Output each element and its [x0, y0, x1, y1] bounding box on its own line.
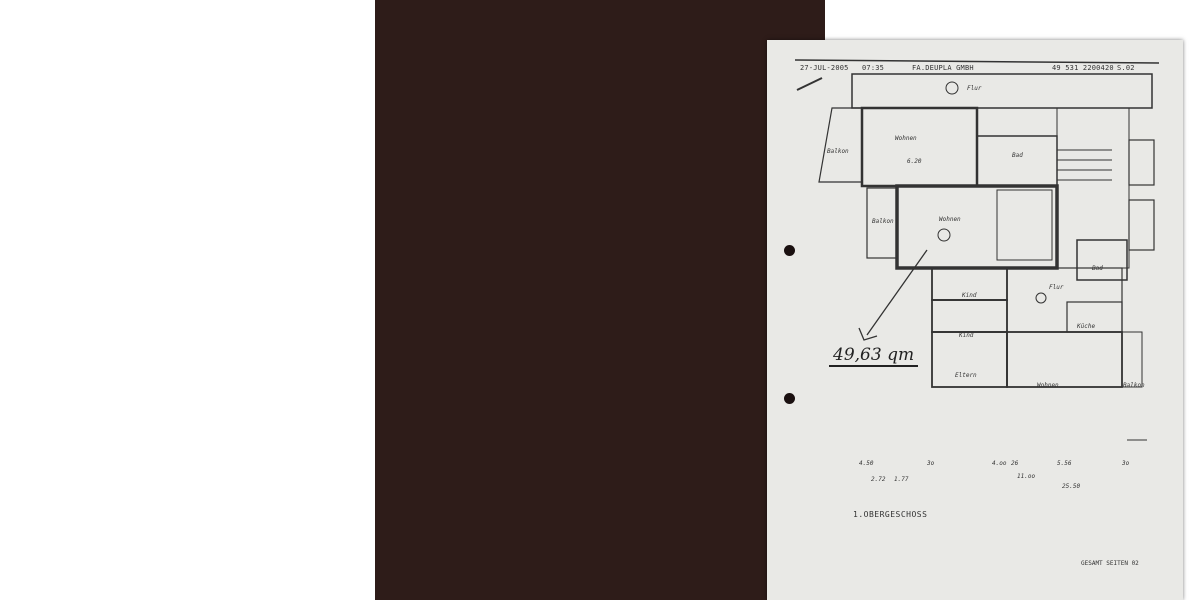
dimension: 1.77 [894, 476, 909, 483]
room-label: Küche [1077, 323, 1096, 330]
room-label: Balkon [827, 148, 849, 155]
room-label: Bad [1012, 152, 1023, 159]
fax-document-page: 27-JUL-2005 07:35 FA.DEUPLA GMBH 49 531 … [767, 40, 1183, 600]
floor-plan-drawing [794, 59, 1160, 441]
photo-background: 27-JUL-2005 07:35 FA.DEUPLA GMBH 49 531 … [375, 0, 1183, 600]
floor-title: 1.OBERGESCHOSS [853, 510, 928, 519]
room-label: Kind [962, 292, 977, 299]
dimension: 4.50 [859, 460, 874, 467]
dimension: 26 [1011, 460, 1019, 467]
room-label: Eltern [955, 372, 977, 379]
total-pages-footer: GESAMT SEITEN 02 [1081, 560, 1139, 567]
punch-hole [784, 245, 795, 256]
dimension: 4.oo [992, 460, 1007, 467]
dimension: 3o [1122, 460, 1130, 467]
dimension: 5.56 [1057, 460, 1072, 467]
room-label: Wohnen [1037, 382, 1059, 389]
dimension: 2.72 [871, 476, 886, 483]
dimension: 3o [927, 460, 935, 467]
fax-sender: FA.DEUPLA GMBH [912, 64, 974, 72]
room-label: Flur [967, 85, 982, 92]
dimension: 25.50 [1062, 483, 1081, 490]
handwritten-area-note: 49,63 qm [829, 345, 919, 367]
room-label: Bad [1092, 265, 1103, 272]
room-label: Balkon [1123, 382, 1145, 389]
fax-phone: 49 531 2200420 [1052, 64, 1114, 72]
room-label: Kind [959, 332, 974, 339]
room-label: Balkon [872, 218, 894, 225]
room-label: Flur [1049, 284, 1064, 291]
room-label: Wohnen [895, 135, 917, 142]
punch-hole [784, 393, 795, 404]
room-label: 6.20 [907, 158, 922, 165]
fax-date: 27-JUL-2005 [800, 64, 849, 72]
fax-page: S.02 [1117, 64, 1135, 72]
fax-time: 07:35 [862, 64, 885, 72]
dimension: 11.oo [1017, 473, 1036, 480]
room-label: Wohnen [939, 216, 961, 223]
